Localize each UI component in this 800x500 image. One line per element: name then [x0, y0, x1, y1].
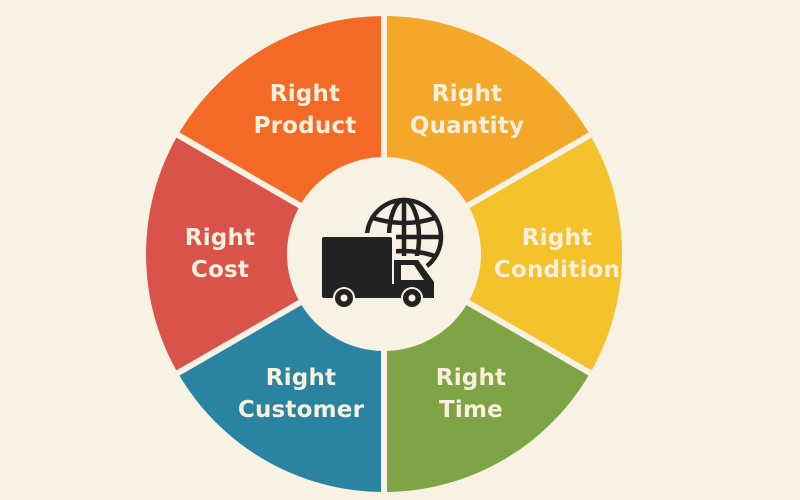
- label-line2: Quantity: [409, 113, 525, 139]
- label-line2: Product: [253, 113, 357, 139]
- label-right-product: Right Product: [220, 78, 390, 142]
- label-line1: Right: [184, 225, 256, 251]
- label-line2: Time: [439, 397, 503, 423]
- label-line2: Customer: [237, 397, 365, 423]
- segment-condition: [384, 135, 622, 373]
- label-right-customer: Right Customer: [216, 362, 386, 426]
- label-line1: Right: [521, 225, 593, 251]
- segment-cost: [146, 135, 384, 373]
- label-right-time: Right Time: [386, 362, 556, 426]
- delivery-truck-with-globe-icon: [318, 197, 444, 309]
- label-line1: Right: [265, 365, 337, 391]
- label-line2: Cost: [190, 257, 250, 283]
- label-line1: Right: [435, 365, 507, 391]
- label-right-quantity: Right Quantity: [382, 78, 552, 142]
- label-line1: Right: [431, 81, 503, 107]
- label-line2: Condition: [493, 257, 621, 283]
- label-line1: Right: [269, 81, 341, 107]
- label-right-cost: Right Cost: [135, 222, 305, 286]
- label-right-condition: Right Condition: [472, 222, 642, 286]
